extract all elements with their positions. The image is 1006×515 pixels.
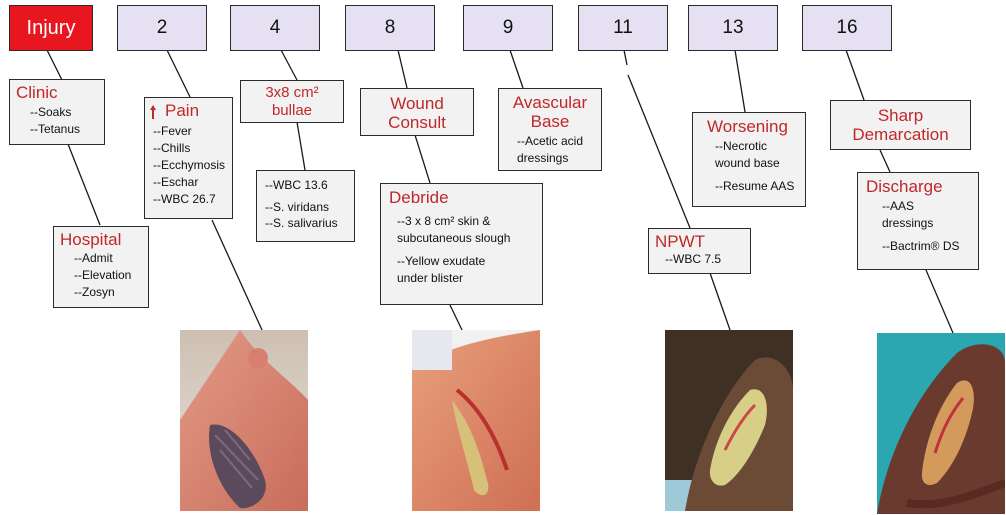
sharp-demarcation-box: Sharp Demarcation — [830, 100, 971, 150]
bullae-title-line2: bullae — [243, 102, 341, 120]
day-box-9: 9 — [463, 5, 553, 51]
connector-day11-npwt — [624, 50, 627, 65]
discharge-item: --AAS — [882, 198, 970, 215]
connector-bullae-labs — [297, 122, 305, 170]
wound-photo-day16 — [877, 333, 1005, 514]
discharge-box: Discharge --AAS dressings --Bactrim® DS — [857, 172, 979, 270]
wound-photo-day2 — [180, 330, 308, 511]
pain-item: --Fever — [153, 123, 228, 140]
pain-item: --Eschar — [153, 174, 228, 191]
connector-discharge-photo4 — [926, 270, 953, 333]
worsening-item: --Necrotic — [715, 138, 797, 155]
debride-item: under blister — [397, 270, 534, 287]
connector-day2-pain — [167, 50, 190, 97]
day-box-11: 11 — [578, 5, 668, 51]
bullae-box: 3x8 cm² bullae — [240, 80, 344, 123]
connector-wound-debride — [415, 135, 430, 183]
discharge-item: --Bactrim® DS — [882, 238, 970, 255]
labs-box: --WBC 13.6 --S. viridans --S. salivarius — [256, 170, 355, 242]
hospital-item: --Zosyn — [74, 284, 142, 301]
wound-consult-title-line1: Wound — [363, 94, 471, 113]
connector-day9-avascular — [510, 50, 523, 88]
hospital-box: Hospital --Admit --Elevation --Zosyn — [53, 226, 149, 308]
avascular-item: --Acetic acid — [517, 133, 595, 150]
npwt-item: --WBC 7.5 — [665, 251, 744, 268]
worsening-title: Worsening — [701, 117, 797, 136]
connector-sharp-discharge — [880, 150, 890, 172]
wound-photo-day11 — [665, 330, 793, 511]
hospital-item: --Elevation — [74, 267, 142, 284]
day-box-2: 2 — [117, 5, 207, 51]
avascular-title-line1: Avascular — [505, 93, 595, 112]
connector-injury-clinic — [47, 50, 62, 80]
connector-day16-sharp — [846, 50, 864, 100]
wound-photo-day8 — [412, 330, 540, 511]
connector-day13-worsening — [735, 50, 745, 112]
labs-item: --S. salivarius — [265, 215, 350, 231]
worsening-item: --Resume AAS — [715, 178, 797, 195]
day-box-8: 8 — [345, 5, 435, 51]
labs-item: --S. viridans — [265, 199, 350, 215]
red-up-arrow-icon — [150, 105, 156, 119]
pain-item: --Chills — [153, 140, 228, 157]
discharge-item: dressings — [882, 215, 970, 232]
debride-item: --Yellow exudate — [397, 253, 534, 270]
connector-day8-wound — [398, 50, 407, 88]
connector-day4-bullae — [281, 50, 297, 80]
bullae-title-line1: 3x8 cm² — [243, 84, 341, 102]
wound-consult-box: Wound Consult — [360, 88, 474, 136]
clinic-box: Clinic --Soaks --Tetanus — [9, 79, 105, 145]
connector-debride-photo2 — [450, 305, 462, 330]
hospital-item: --Admit — [74, 250, 142, 267]
pain-title: Pain — [153, 101, 228, 120]
avascular-box: Avascular Base --Acetic acid dressings — [498, 88, 602, 171]
avascular-title-line2: Base — [505, 112, 595, 131]
day-box-4: 4 — [230, 5, 320, 51]
debride-item: --3 x 8 cm² skin & — [397, 213, 534, 230]
worsening-box: Worsening --Necrotic wound base --Resume… — [692, 112, 806, 207]
debride-title: Debride — [389, 188, 534, 207]
pain-box: Pain --Fever --Chills --Ecchymosis --Esc… — [144, 97, 233, 219]
sharp-title-line2: Demarcation — [833, 125, 968, 144]
wound-consult-title-line2: Consult — [363, 113, 471, 132]
day-box-16: 16 — [802, 5, 892, 51]
avascular-item: dressings — [517, 150, 595, 167]
day-box-13: 13 — [688, 5, 778, 51]
connector-npwt-photo3 — [710, 273, 730, 330]
worsening-item: wound base — [715, 155, 797, 172]
npwt-title: NPWT — [655, 232, 744, 251]
connector-day11-npwt-b — [628, 75, 690, 228]
debride-box: Debride --3 x 8 cm² skin & subcutaneous … — [380, 183, 543, 305]
clinic-item: --Soaks — [30, 104, 98, 121]
day-box-injury: Injury — [9, 5, 93, 51]
npwt-box: NPWT --WBC 7.5 — [648, 228, 751, 274]
clinic-title: Clinic — [16, 83, 98, 102]
connector-clinic-hospital — [68, 144, 100, 225]
sharp-title-line1: Sharp — [833, 106, 968, 125]
connector-pain-photo1 — [212, 220, 262, 330]
pain-item: --WBC 26.7 — [153, 191, 228, 208]
discharge-title: Discharge — [866, 177, 970, 196]
pain-item: --Ecchymosis — [153, 157, 228, 174]
hospital-title: Hospital — [60, 230, 142, 249]
labs-item: --WBC 13.6 — [265, 177, 350, 193]
clinic-item: --Tetanus — [30, 121, 98, 138]
debride-item: subcutaneous slough — [397, 230, 534, 247]
